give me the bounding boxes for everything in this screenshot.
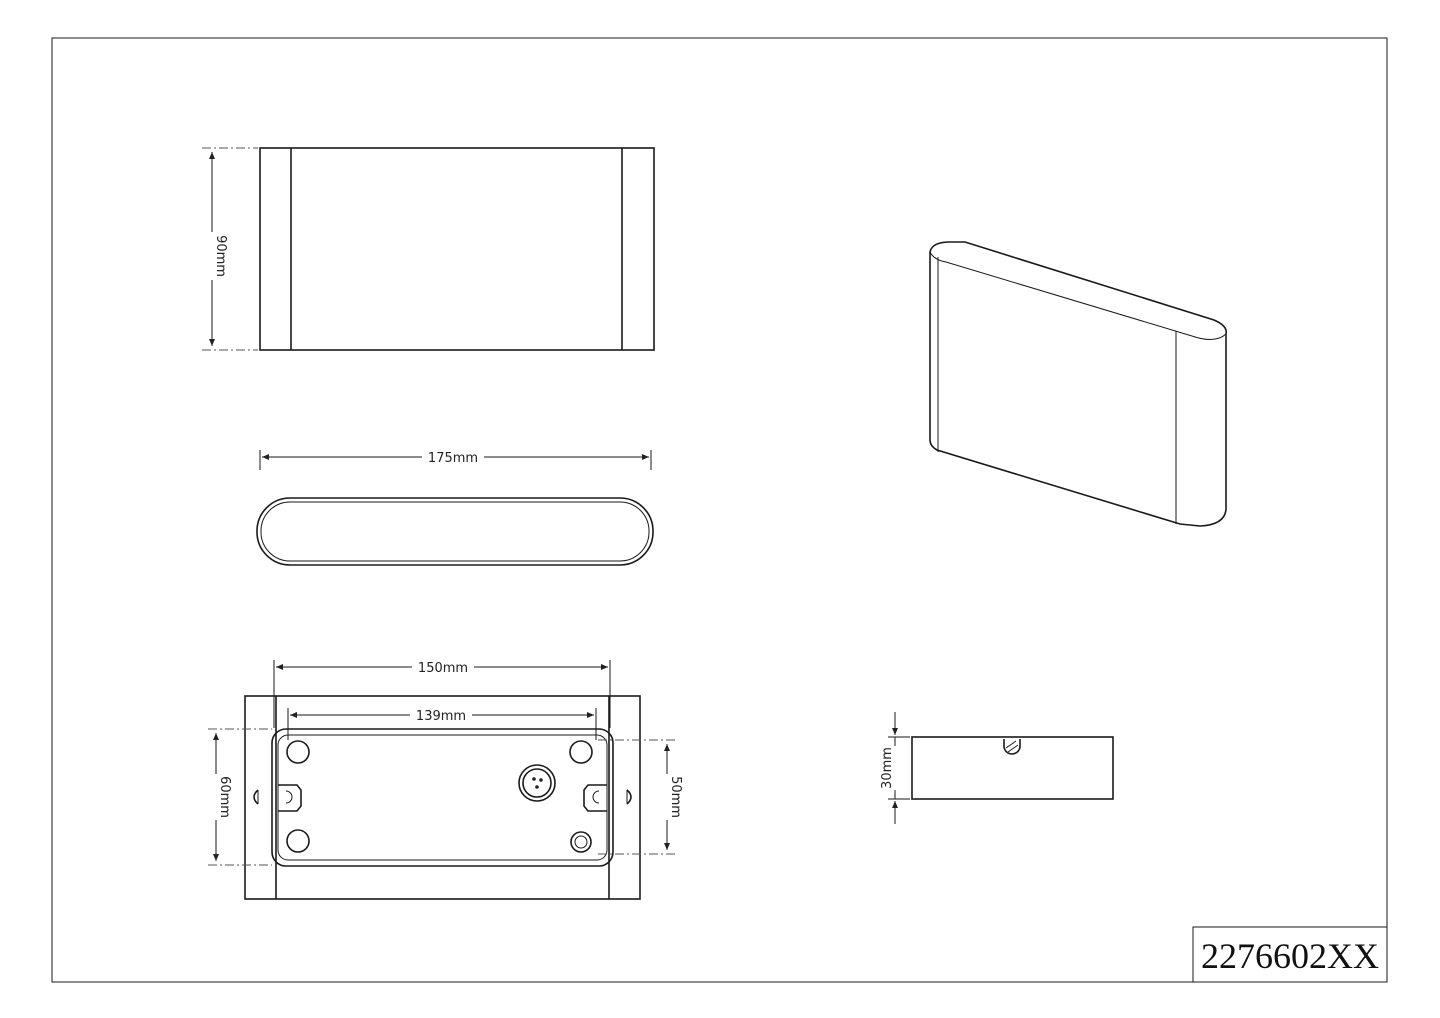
hole-spacing-x-dimension: 139mm bbox=[287, 706, 597, 740]
mounting-hole-bottom-right-inner bbox=[574, 835, 588, 849]
hole-spacing-y-dimension: 50mm bbox=[598, 739, 683, 855]
hole-spacing-y-dimension-label: 50mm bbox=[668, 776, 683, 818]
width-dimension-label: 175mm bbox=[428, 451, 478, 466]
width-dimension: 175mm bbox=[259, 448, 652, 470]
right-clip bbox=[583, 784, 632, 812]
base-height-dimension-label: 60mm bbox=[217, 776, 232, 818]
base-width-dimension-label: 150mm bbox=[418, 661, 468, 676]
hole-spacing-x-dimension-label: 139mm bbox=[416, 709, 466, 724]
depth-dimension-label: 30mm bbox=[880, 747, 895, 789]
front-view bbox=[259, 147, 655, 351]
cable-connector-icon bbox=[518, 764, 556, 802]
left-clip bbox=[253, 784, 302, 812]
mounting-hole-top-left bbox=[286, 740, 310, 764]
base-width-dimension: 150mm bbox=[273, 658, 611, 728]
back-view bbox=[244, 695, 641, 900]
depth-dimension: 30mm bbox=[880, 712, 910, 824]
sheet-border bbox=[51, 37, 1388, 983]
height-dimension: 90mm bbox=[200, 147, 258, 351]
base-height-dimension: 60mm bbox=[204, 728, 272, 866]
mounting-hole-top-right bbox=[569, 740, 593, 764]
isometric-view bbox=[929, 241, 1228, 527]
height-dimension-label: 90mm bbox=[213, 235, 228, 277]
title-block: 2276602XX bbox=[1192, 926, 1388, 983]
mounting-hole-bottom-left bbox=[286, 829, 310, 853]
top-view bbox=[256, 497, 654, 566]
side-view bbox=[911, 736, 1114, 800]
screw-slot-icon bbox=[1003, 739, 1021, 755]
mounting-hole-bottom-right bbox=[570, 831, 592, 853]
part-number: 2276602XX bbox=[1201, 936, 1379, 976]
